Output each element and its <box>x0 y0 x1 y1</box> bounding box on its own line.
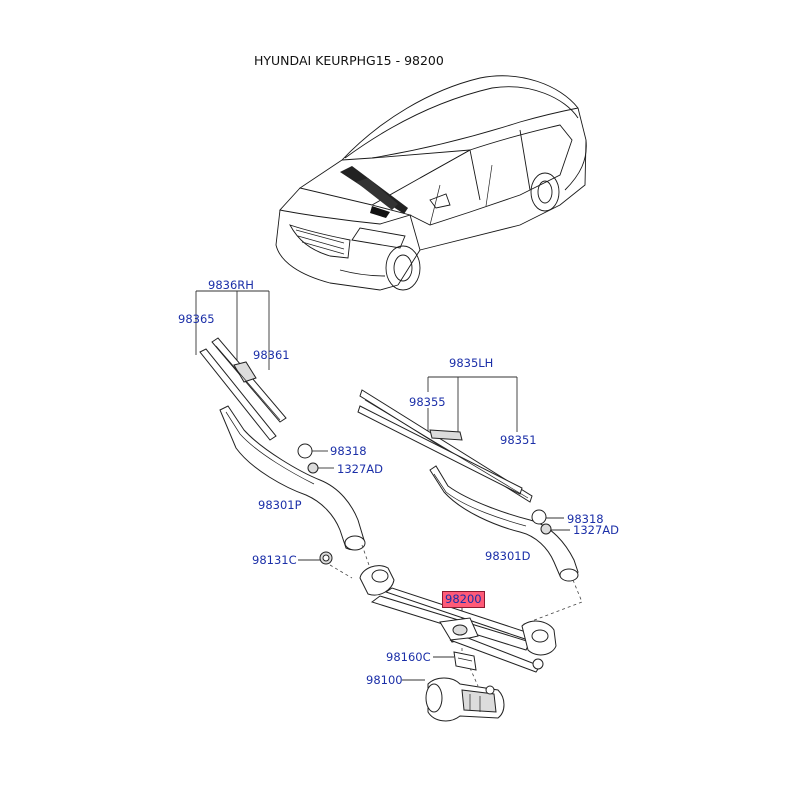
label-98361[interactable]: 98361 <box>253 348 290 362</box>
diagram-title: HYUNDAI KEURPHG15 - 98200 <box>254 53 444 68</box>
label-9836rh[interactable]: 9836RH <box>208 278 254 292</box>
label-98318-left[interactable]: 98318 <box>330 444 367 458</box>
rh-wiper-blade <box>199 337 287 441</box>
label-98355[interactable]: 98355 <box>409 395 446 409</box>
label-98200-highlighted[interactable]: 98200 <box>442 591 485 608</box>
label-9835lh[interactable]: 9835LH <box>449 356 494 370</box>
rh-wiper-arm <box>219 405 366 551</box>
label-1327ad-left[interactable]: 1327AD <box>337 462 383 476</box>
label-98160c[interactable]: 98160C <box>386 650 431 664</box>
leader-lines <box>195 290 570 681</box>
label-98318-right[interactable]: 98318 <box>567 512 604 526</box>
lh-wiper-blade <box>357 389 533 503</box>
car-illustration <box>275 75 587 291</box>
wiper-motor <box>425 677 505 722</box>
label-98301p[interactable]: 98301P <box>258 498 302 512</box>
left-caps <box>297 443 333 565</box>
right-caps <box>531 509 552 535</box>
label-1327ad-right[interactable]: 1327AD <box>573 523 619 537</box>
label-98100[interactable]: 98100 <box>366 673 403 687</box>
wiper-linkage <box>359 565 557 673</box>
bracket-part <box>453 651 477 671</box>
lh-wiper-arm <box>429 465 579 582</box>
label-98301d[interactable]: 98301D <box>485 549 531 563</box>
label-98365[interactable]: 98365 <box>178 312 215 326</box>
label-98351[interactable]: 98351 <box>500 433 537 447</box>
label-98131c[interactable]: 98131C <box>252 553 297 567</box>
